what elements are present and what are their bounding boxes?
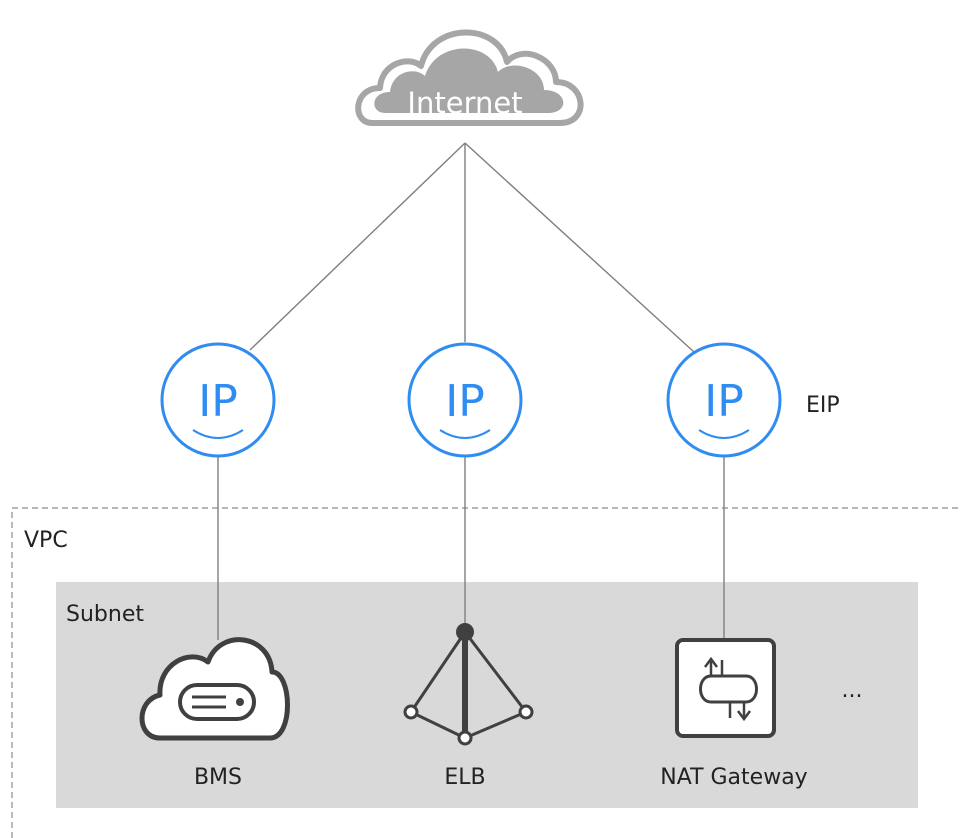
vpc-boundary: VPC [11, 507, 960, 838]
connection-lines [217, 142, 725, 640]
vpc-label: VPC [24, 528, 68, 553]
elb-icon [403, 623, 534, 746]
internet-cloud-icon: Internet [355, 29, 584, 126]
resource-label-bms: BMS [194, 765, 242, 790]
internet-to-eip-3-line [464, 142, 695, 353]
internet-label: Internet [407, 86, 522, 120]
internet-to-eip-1-line [249, 142, 466, 351]
resource-label-nat-gateway: NAT Gateway [660, 765, 807, 790]
subnet-label: Subnet [66, 602, 144, 627]
nat-gateway-icon [675, 638, 776, 738]
resource-label-elb: ELB [444, 765, 485, 790]
eip-badge-2: IP [407, 342, 523, 458]
eip-badge-1: IP [160, 342, 276, 458]
eip-label: EIP [806, 393, 840, 418]
ip-text: IP [445, 376, 485, 427]
eip-badge-3: IP [666, 342, 782, 458]
more-indicator: ... [842, 678, 863, 703]
ip-text: IP [198, 376, 238, 427]
bms-icon [139, 637, 290, 741]
ip-text: IP [704, 376, 744, 427]
